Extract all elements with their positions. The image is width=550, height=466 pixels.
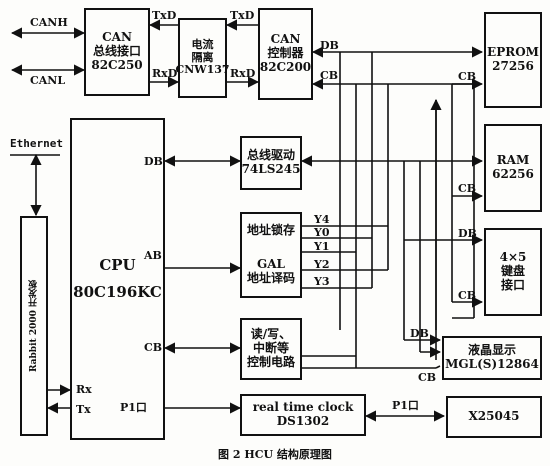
can-controller-line-3: 82C200 [259,59,312,74]
figure-caption: 图 2 HCU 结构原理图 [218,448,332,461]
rtc-line-1: real time clock [252,400,354,415]
keypad-interface-4x5: 4×5 键盘 接口 [484,228,542,316]
can-bus-interface-82c250: CAN 总线接口 82C250 [84,8,150,96]
gal-decoder-label: GAL 地址译码 [246,257,295,286]
keypad-line-1: 4×5 [499,250,527,265]
isolator-line-3: CNW137 [175,63,230,77]
control-line-3: 控制电路 [246,354,295,369]
label-y3: Y3 [314,275,330,288]
gal-line-1: GAL [256,257,285,272]
eprom-line-1: EPROM [487,45,539,60]
rtc-line-2: DS1302 [276,414,330,428]
lcd-line-1: 液晶显示 [467,343,516,358]
label-cb-lcd: CB [418,371,437,384]
isolator-line-2: 隔离 [191,50,214,64]
label-tx: Tx [76,403,91,416]
label-ethernet: Ethernet [10,137,63,150]
can-interface-line-3: 82C250 [91,57,143,72]
keypad-line-3: 接口 [500,277,525,292]
label-txd-2: TxD [230,9,255,22]
label-cb-eprom: CB [458,70,477,83]
can-controller-line-2: 控制器 [267,46,304,61]
control-line-1: 读/写、 [250,327,292,342]
label-cb-can: CB [320,69,339,82]
label-y4: Y4 [314,213,330,226]
label-rxd-2: RxD [230,67,256,80]
label-rxd-1: RxD [152,67,178,80]
real-time-clock-ds1302: real time clock DS1302 [240,394,366,436]
lcd-display-mgls12864: 液晶显示 MGL(S)12864 [442,336,542,380]
cpu-line-2: 80C196KC [73,283,162,301]
ram-line-1: RAM [496,153,530,168]
label-p1-cpu: P1口 [120,401,147,414]
read-write-interrupt-control-circuit: 读/写、 中断等 控制电路 [240,318,302,380]
label-y0: Y0 [314,226,330,239]
keypad-line-2: 键盘 [500,264,525,279]
label-rx: Rx [76,383,92,396]
ram-line-2: 62256 [492,167,534,181]
bus-driver-74ls245: 总线驱动 74LS245 [240,136,302,190]
label-p1-rtc: P1口 [392,399,419,412]
label-ab-cpu: AB [144,249,162,262]
label-canh: CANH [30,16,68,29]
control-line-2: 中断等 [252,341,289,356]
rabbit-label: Rabbit 2000 开发板 [28,280,39,372]
address-latch-label: 地址锁存 [246,223,295,238]
ram-62256: RAM 62256 [484,124,542,212]
label-cb-ram: CB [458,182,477,195]
cpu-80c196kc: CPU 80C196KC [70,118,165,440]
current-isolator-cnw137: 电流 隔离 CNW137 [175,18,230,98]
x25045: X25045 [446,396,542,438]
isolator-line-1: 电流 [191,38,214,52]
label-db-can: DB [320,39,339,52]
cpu-line-1: CPU [99,255,136,274]
bus-driver-line-2: 74LS245 [241,162,301,176]
label-db-keypad: DB [458,227,477,240]
address-latch-and-gal-decoder: 地址锁存 GAL 地址译码 [240,212,302,298]
can-interface-line-2: 总线接口 [92,44,141,59]
eprom-line-2: 27256 [492,59,534,73]
label-txd-1: TxD [152,9,177,22]
label-y1: Y1 [314,240,330,253]
can-controller-82c200: CAN 控制器 82C200 [258,8,313,100]
bus-driver-line-1: 总线驱动 [246,148,295,163]
lcd-line-2: MGL(S)12864 [445,357,539,371]
rabbit-2000-dev-board: Rabbit 2000 开发板 [20,216,48,436]
x25045-label: X25045 [468,409,520,424]
eprom-27256: EPROM 27256 [484,12,542,108]
label-db-lcd: DB [410,327,429,340]
can-interface-line-1: CAN [102,30,132,45]
can-controller-line-1: CAN [270,32,301,47]
label-y2: Y2 [314,258,330,271]
gal-line-2: 地址译码 [246,271,295,286]
label-canl: CANL [30,74,66,87]
label-cb-keypad: CB [458,289,477,302]
label-cb-cpu: CB [144,341,163,354]
label-db-cpu: DB [144,155,163,168]
